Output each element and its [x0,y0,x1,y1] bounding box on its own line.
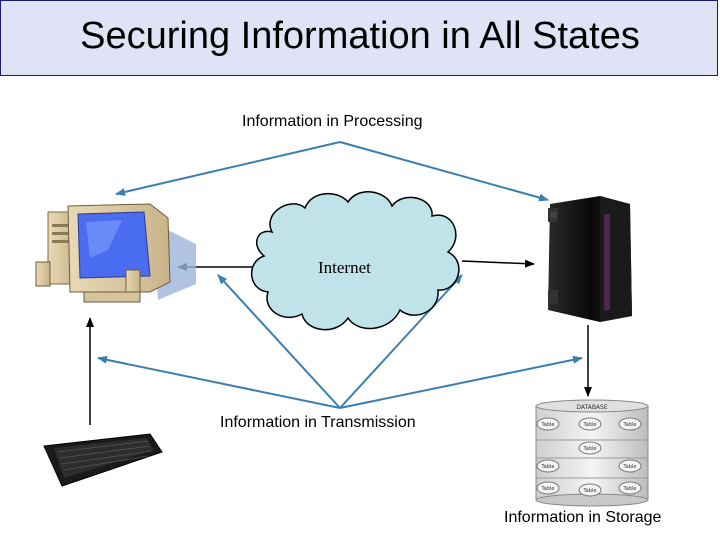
arrow-to-server [339,141,549,202]
arrow-to-computer [115,141,341,196]
arrow-to-keyboard-side [97,355,341,409]
title-bar: Securing Information in All States [0,0,718,76]
database-table-cell: Table [578,441,602,455]
svg-text:Table: Table [623,464,637,470]
label-transmission: Information in Transmission [220,414,416,431]
transmission-arrows [97,274,583,409]
keyboard-icon [43,433,163,490]
database-table-cell: Table [536,481,560,495]
label-processing: Information in Processing [242,113,423,130]
svg-text:Table: Table [583,446,597,452]
database-header: DATABASE [576,404,607,411]
database-table-cell: Table [578,483,602,497]
svg-text:Table: Table [541,422,555,428]
arrow-to-storage-side [339,355,583,409]
label-storage: Information in Storage [504,509,662,526]
label-internet: Internet [318,258,371,277]
arrow-cloud-to-server [461,259,535,268]
database-table-cell: Table [618,459,642,473]
svg-text:Table: Table [541,486,555,492]
database-table-cell: Table [536,417,560,431]
database-table-cell: Table [618,481,642,495]
svg-text:Table: Table [623,422,637,428]
svg-text:Table: Table [541,464,555,470]
processing-arrows [115,141,549,202]
page-title: Securing Information in All States [80,15,640,57]
server-tower-icon [548,196,632,322]
cloud-icon [250,191,460,331]
svg-text:Table: Table [623,486,637,492]
arrow-to-computer-bottom [217,274,341,409]
database-table-cell: Table [618,417,642,431]
database-table-cell: Table [536,459,560,473]
arrow-to-server-bottom [339,274,463,409]
database-table-cell: Table [578,417,602,431]
svg-text:Table: Table [583,422,597,428]
connection-arrows [86,259,592,425]
desktop-computer-icon [35,203,196,303]
svg-text:Table: Table [583,488,597,494]
